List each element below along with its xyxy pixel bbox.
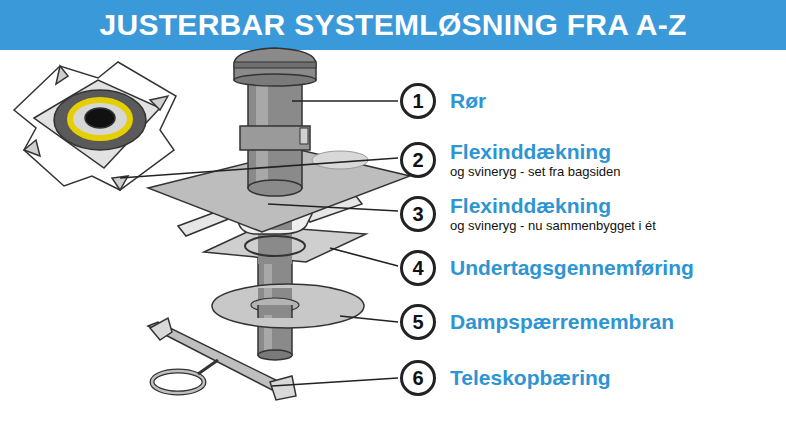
callout-number: 6 (400, 360, 436, 396)
part-name: Dampspærremembran (450, 310, 674, 334)
part-name: Flexinddækning (450, 140, 621, 164)
part-name: Rør (450, 89, 486, 113)
callout-item: 1 Rør (400, 83, 486, 119)
part-name: Teleskopbæring (450, 366, 611, 390)
label-column: Flexinddækningog svineryg - set fra bags… (450, 140, 621, 180)
callout-item: 5 Dampspærremembran (400, 304, 674, 340)
part-name: Undertagsgennemføring (450, 256, 694, 280)
callout-number: 2 (400, 142, 436, 178)
part-name: Flexinddækning (450, 194, 656, 218)
label-column: Teleskopbæring (450, 366, 611, 390)
callout-item: 3 Flexinddækningog svineryg - nu sammenby… (400, 194, 656, 234)
label-column: Dampspærremembran (450, 310, 674, 334)
part-note: og svineryg - set fra bagsiden (450, 164, 621, 180)
callout-item: 4 Undertagsgennemføring (400, 250, 694, 286)
callout-number: 5 (400, 304, 436, 340)
label-column: Flexinddækningog svineryg - nu sammenbyg… (450, 194, 656, 234)
callout-number: 4 (400, 250, 436, 286)
callout-number: 3 (400, 196, 436, 232)
label-column: Undertagsgennemføring (450, 256, 694, 280)
callout-item: 2 Flexinddækningog svineryg - set fra bag… (400, 140, 621, 180)
title-text: JUSTERBAR SYSTEMLØSNING FRA A-Z (0, 0, 786, 50)
label-column: Rør (450, 89, 486, 113)
callout-item: 6 Teleskopbæring (400, 360, 611, 396)
callout-number: 1 (400, 83, 436, 119)
part-note: og svineryg - nu sammenbygget i ét (450, 218, 656, 234)
